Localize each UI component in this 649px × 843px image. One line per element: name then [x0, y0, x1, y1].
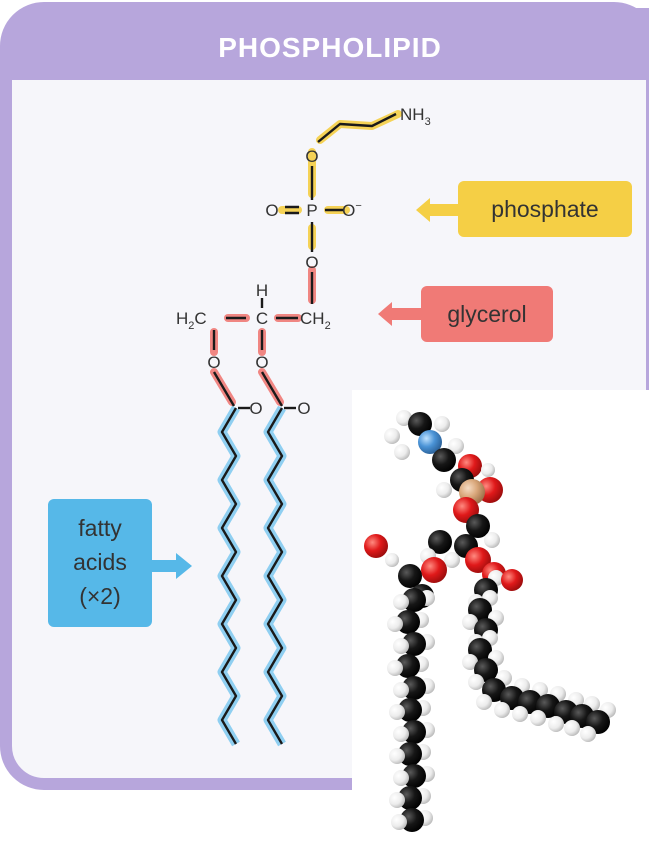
atom-sphere-c [402, 588, 426, 612]
atom-sphere-h [387, 616, 403, 632]
atom-sphere-h [396, 410, 412, 426]
atom-sphere-c [432, 448, 456, 472]
atom-sphere-h [434, 416, 450, 432]
atom-sphere-h [387, 660, 403, 676]
phosphate-label: phosphate [491, 196, 598, 222]
atom-sphere-c [398, 786, 422, 810]
atom-sphere-c [466, 514, 490, 538]
atom-o-left: O [265, 201, 278, 220]
atom-sphere-c [398, 564, 422, 588]
atom-nh3: NH3 [400, 105, 431, 128]
glycerol-label: glycerol [447, 301, 526, 327]
atom-c-mid: C [256, 309, 268, 328]
atom-sphere-c [402, 720, 426, 744]
atom-sphere-c [402, 764, 426, 788]
atom-h2c: H2C [176, 309, 207, 332]
atom-sphere-h [384, 428, 400, 444]
atom-sphere-h [393, 638, 409, 654]
atom-sphere-h [389, 748, 405, 764]
atom-o-carbonyl-left: O [249, 399, 262, 418]
phosphate-callout: phosphate [416, 181, 632, 237]
atom-sphere-h [580, 726, 596, 742]
atom-labels: NH3 O P O O− O H2C H C CH2 O O O O [176, 105, 431, 418]
atom-sphere-c [398, 742, 422, 766]
atom-sphere-c [408, 412, 432, 436]
atom-sphere-h [394, 444, 410, 460]
atom-o-ester-left: O [207, 353, 220, 372]
atom-o-right: O− [342, 200, 362, 220]
fatty-acids-label-line3: (×2) [79, 583, 121, 609]
atom-sphere-c [428, 530, 452, 554]
atom-o-ester-mid: O [255, 353, 268, 372]
atom-sphere-o [501, 569, 523, 591]
fatty-acids-label-line2: acids [73, 549, 127, 575]
atom-sphere-h [393, 594, 409, 610]
atom-sphere-h [393, 770, 409, 786]
title-bar [6, 8, 649, 80]
arrow-left-icon [378, 302, 426, 326]
atom-sphere-h [444, 552, 460, 568]
atom-sphere-h [564, 720, 580, 736]
atom-sphere-h [448, 438, 464, 454]
fatty-acids-callout: fatty acids (×2) [48, 499, 192, 627]
atom-sphere-h [468, 674, 484, 690]
page-title: PHOSPHOLIPID [218, 32, 442, 63]
glycerol-label-box [421, 286, 553, 342]
glycerol-callout: glycerol [378, 286, 553, 342]
atom-sphere-o [465, 547, 491, 573]
fatty-acids-label-box [48, 499, 152, 627]
atom-sphere-h [462, 654, 478, 670]
arrow-left-icon [416, 198, 462, 222]
atom-sphere-c [402, 632, 426, 656]
atom-sphere-o [364, 534, 388, 558]
atom-sphere-h [481, 463, 495, 477]
atom-h-top: H [256, 281, 268, 300]
atom-sphere-h [548, 716, 564, 732]
atom-sphere-c [400, 808, 424, 832]
atom-sphere-h [389, 704, 405, 720]
atom-o-carbonyl-right: O [297, 399, 310, 418]
atom-sphere-h [476, 694, 492, 710]
space-filling-molecule-model [364, 410, 616, 832]
atom-sphere-h [389, 792, 405, 808]
atom-sphere-h [391, 814, 407, 830]
atom-sphere-o [421, 557, 447, 583]
bonds [212, 112, 397, 745]
atom-sphere-c [402, 676, 426, 700]
atom-sphere-h [484, 532, 500, 548]
atom-o-top: O [305, 147, 318, 166]
atom-sphere-h [393, 682, 409, 698]
arrow-right-icon [150, 553, 192, 579]
atom-sphere-h [436, 482, 452, 498]
atom-sphere-c [398, 698, 422, 722]
atom-p: P [306, 201, 317, 220]
atom-sphere-h [462, 614, 478, 630]
fatty-acids-label-line1: fatty [78, 515, 122, 541]
atom-sphere-h [530, 710, 546, 726]
atom-sphere-h [512, 706, 528, 722]
atom-sphere-h [494, 702, 510, 718]
atom-sphere-c [396, 654, 420, 678]
phosphate-label-box [458, 181, 632, 237]
atom-sphere-n [418, 430, 442, 454]
atom-sphere-h [393, 726, 409, 742]
atom-sphere-c [396, 610, 420, 634]
atom-o-mid: O [305, 253, 318, 272]
atom-ch2: CH2 [300, 309, 331, 332]
atom-sphere-h [385, 553, 399, 567]
